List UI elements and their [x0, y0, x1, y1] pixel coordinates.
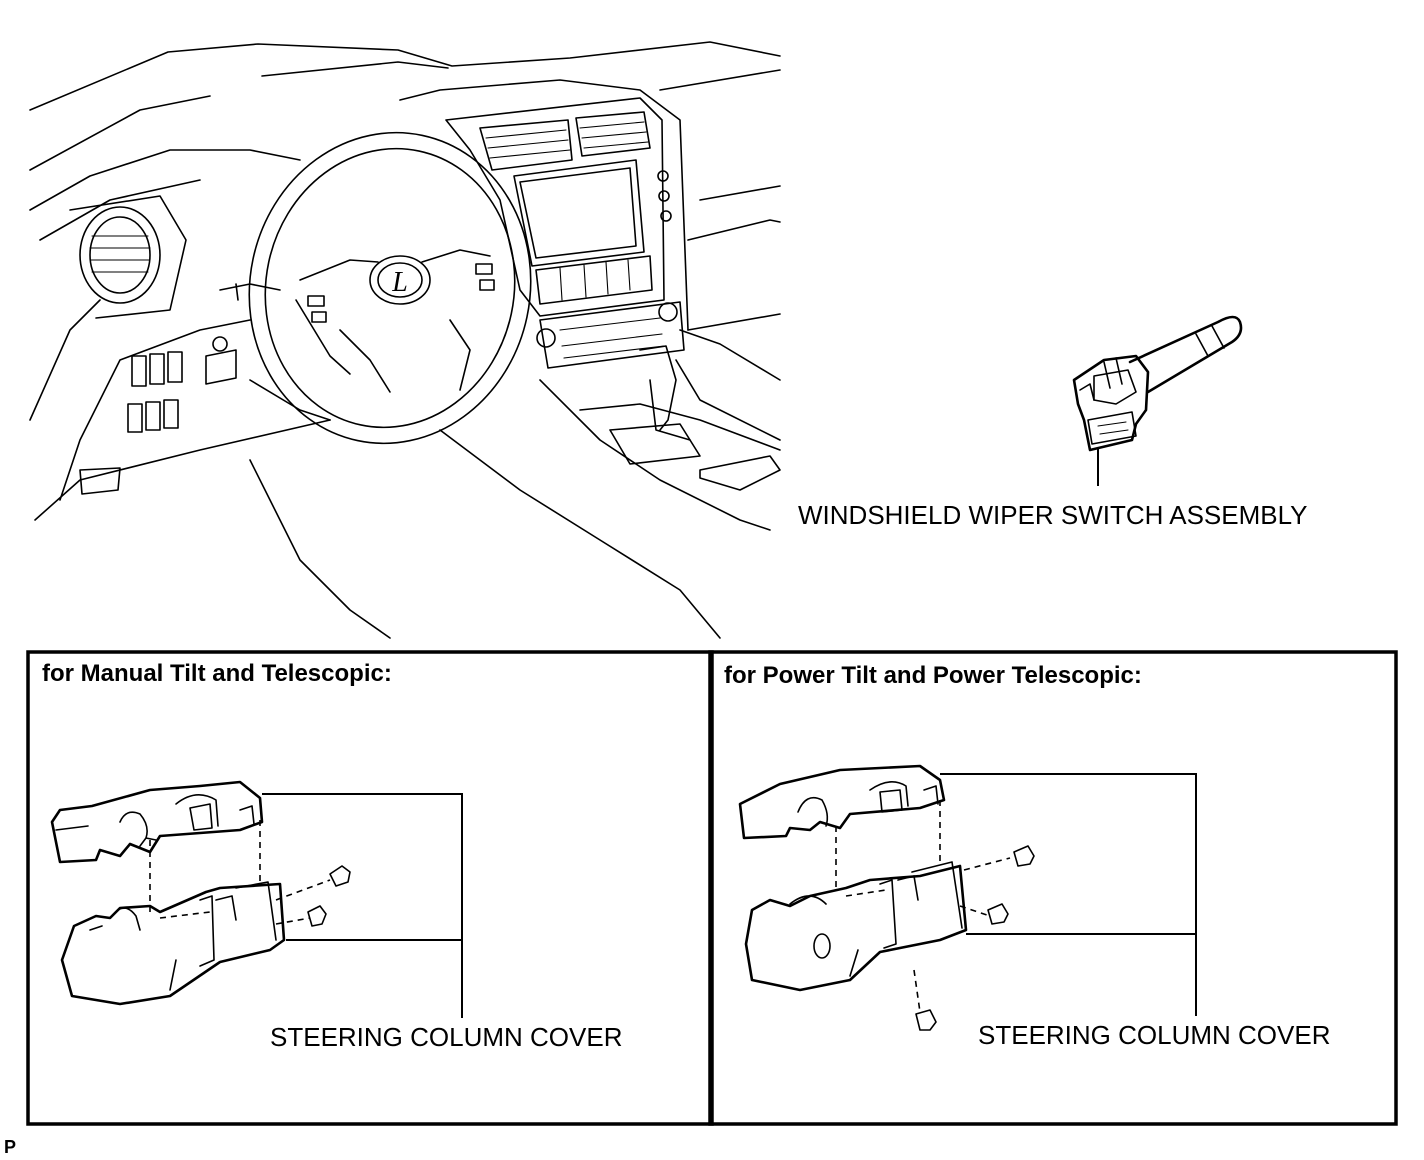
left-switch-panel [127, 336, 237, 433]
power-cover-label: STEERING COLUMN COVER [978, 1020, 1331, 1050]
manual-panel-frame [26, 650, 714, 1126]
center-console [399, 79, 781, 531]
wiper-switch-illustration [1072, 315, 1243, 452]
steering-wheel: L [219, 131, 532, 445]
manual-panel-title: for Manual Tilt and Telescopic: [42, 660, 392, 687]
dashboard-illustration: L [29, 41, 781, 639]
power-panel-title: for Power Tilt and Power Telescopic: [724, 662, 1142, 689]
power-cover-leader [940, 773, 1197, 1016]
manual-column-cover [50, 780, 351, 1006]
power-panel-frame [708, 650, 1398, 1126]
corner-mark: P [4, 1137, 17, 1157]
lexus-emblem: L [391, 267, 408, 298]
wiper-switch-label: WINDSHIELD WIPER SWITCH ASSEMBLY [798, 500, 1308, 530]
manual-cover-leader [262, 793, 463, 1018]
left-air-vent [69, 195, 187, 319]
manual-cover-label: STEERING COLUMN COVER [270, 1022, 623, 1052]
power-column-cover [738, 764, 1035, 1031]
